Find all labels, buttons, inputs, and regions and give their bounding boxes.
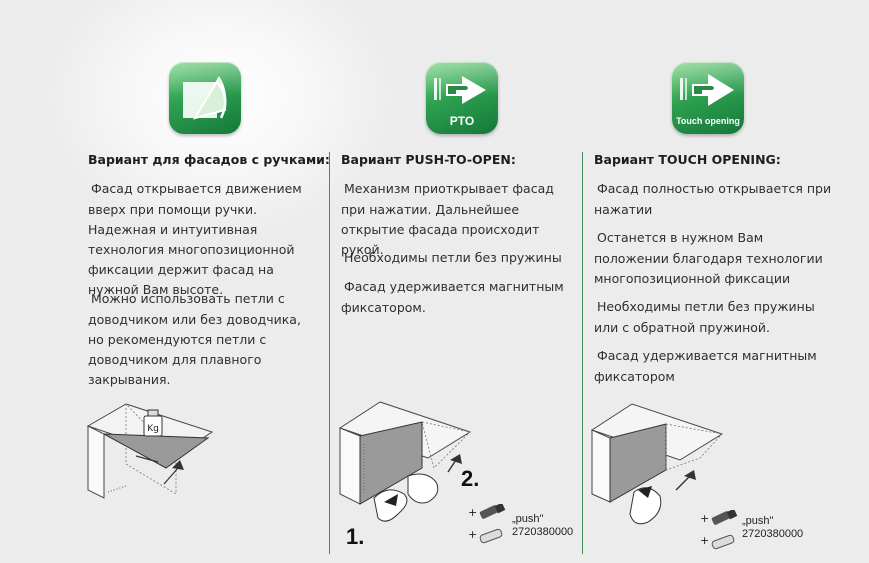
cabinet-handle-illustration: Kg bbox=[86, 403, 214, 499]
step-number: 2. bbox=[461, 466, 480, 491]
accessory-label: „push" bbox=[512, 513, 544, 525]
feature-paragraph: Фасад открывается движением вверх при по… bbox=[88, 181, 302, 297]
svg-text:+: + bbox=[700, 534, 709, 547]
push-latch-part-icon: + + bbox=[700, 510, 738, 550]
push-hand-arrow-icon: PTO bbox=[426, 62, 498, 134]
flap-door-icon bbox=[169, 62, 241, 134]
column-divider bbox=[582, 152, 583, 554]
feature-paragraph: Можно использовать петли с доводчиком ил… bbox=[88, 291, 301, 387]
column-divider bbox=[329, 152, 330, 554]
variant-heading: Вариант для фасадов с ручками: bbox=[88, 152, 330, 167]
cabinet-touch-illustration bbox=[590, 403, 724, 525]
svg-text:+: + bbox=[700, 512, 709, 525]
feature-paragraph: Механизм приоткрывает фасад при нажатии.… bbox=[341, 181, 554, 257]
variant-heading: Вариант TOUCH OPENING: bbox=[594, 152, 781, 167]
article-number: 2720380000 bbox=[742, 528, 804, 540]
icon-label: Touch opening bbox=[676, 116, 740, 126]
step-number: 1. bbox=[346, 524, 365, 549]
touch-hand-arrow-icon: Touch opening bbox=[672, 62, 744, 134]
feature-paragraph: Фасад удерживается магнитным фиксатором. bbox=[341, 279, 564, 315]
cabinet-push-illustration bbox=[338, 401, 472, 522]
feature-paragraph: Необходимы петли без пружины bbox=[344, 250, 562, 265]
feature-paragraph: Останется в нужном Вам положении благода… bbox=[594, 230, 823, 286]
feature-paragraph: Необходимы петли без пружины или с обрат… bbox=[594, 299, 815, 335]
svg-text:+: + bbox=[468, 506, 477, 519]
variant-heading: Вариант PUSH-TO-OPEN: bbox=[341, 152, 516, 167]
accessory-label: „push" bbox=[742, 515, 774, 527]
weight-label: Kg bbox=[147, 424, 159, 434]
article-number: 2720380000 bbox=[512, 526, 574, 538]
feature-paragraph: Фасад полностью открывается при нажатии bbox=[594, 181, 832, 217]
push-latch-part-icon: + + bbox=[468, 504, 506, 544]
icon-label: PTO bbox=[449, 114, 475, 128]
feature-paragraph: Фасад удерживается магнитным фиксатором bbox=[594, 348, 817, 384]
svg-text:+: + bbox=[468, 528, 477, 541]
